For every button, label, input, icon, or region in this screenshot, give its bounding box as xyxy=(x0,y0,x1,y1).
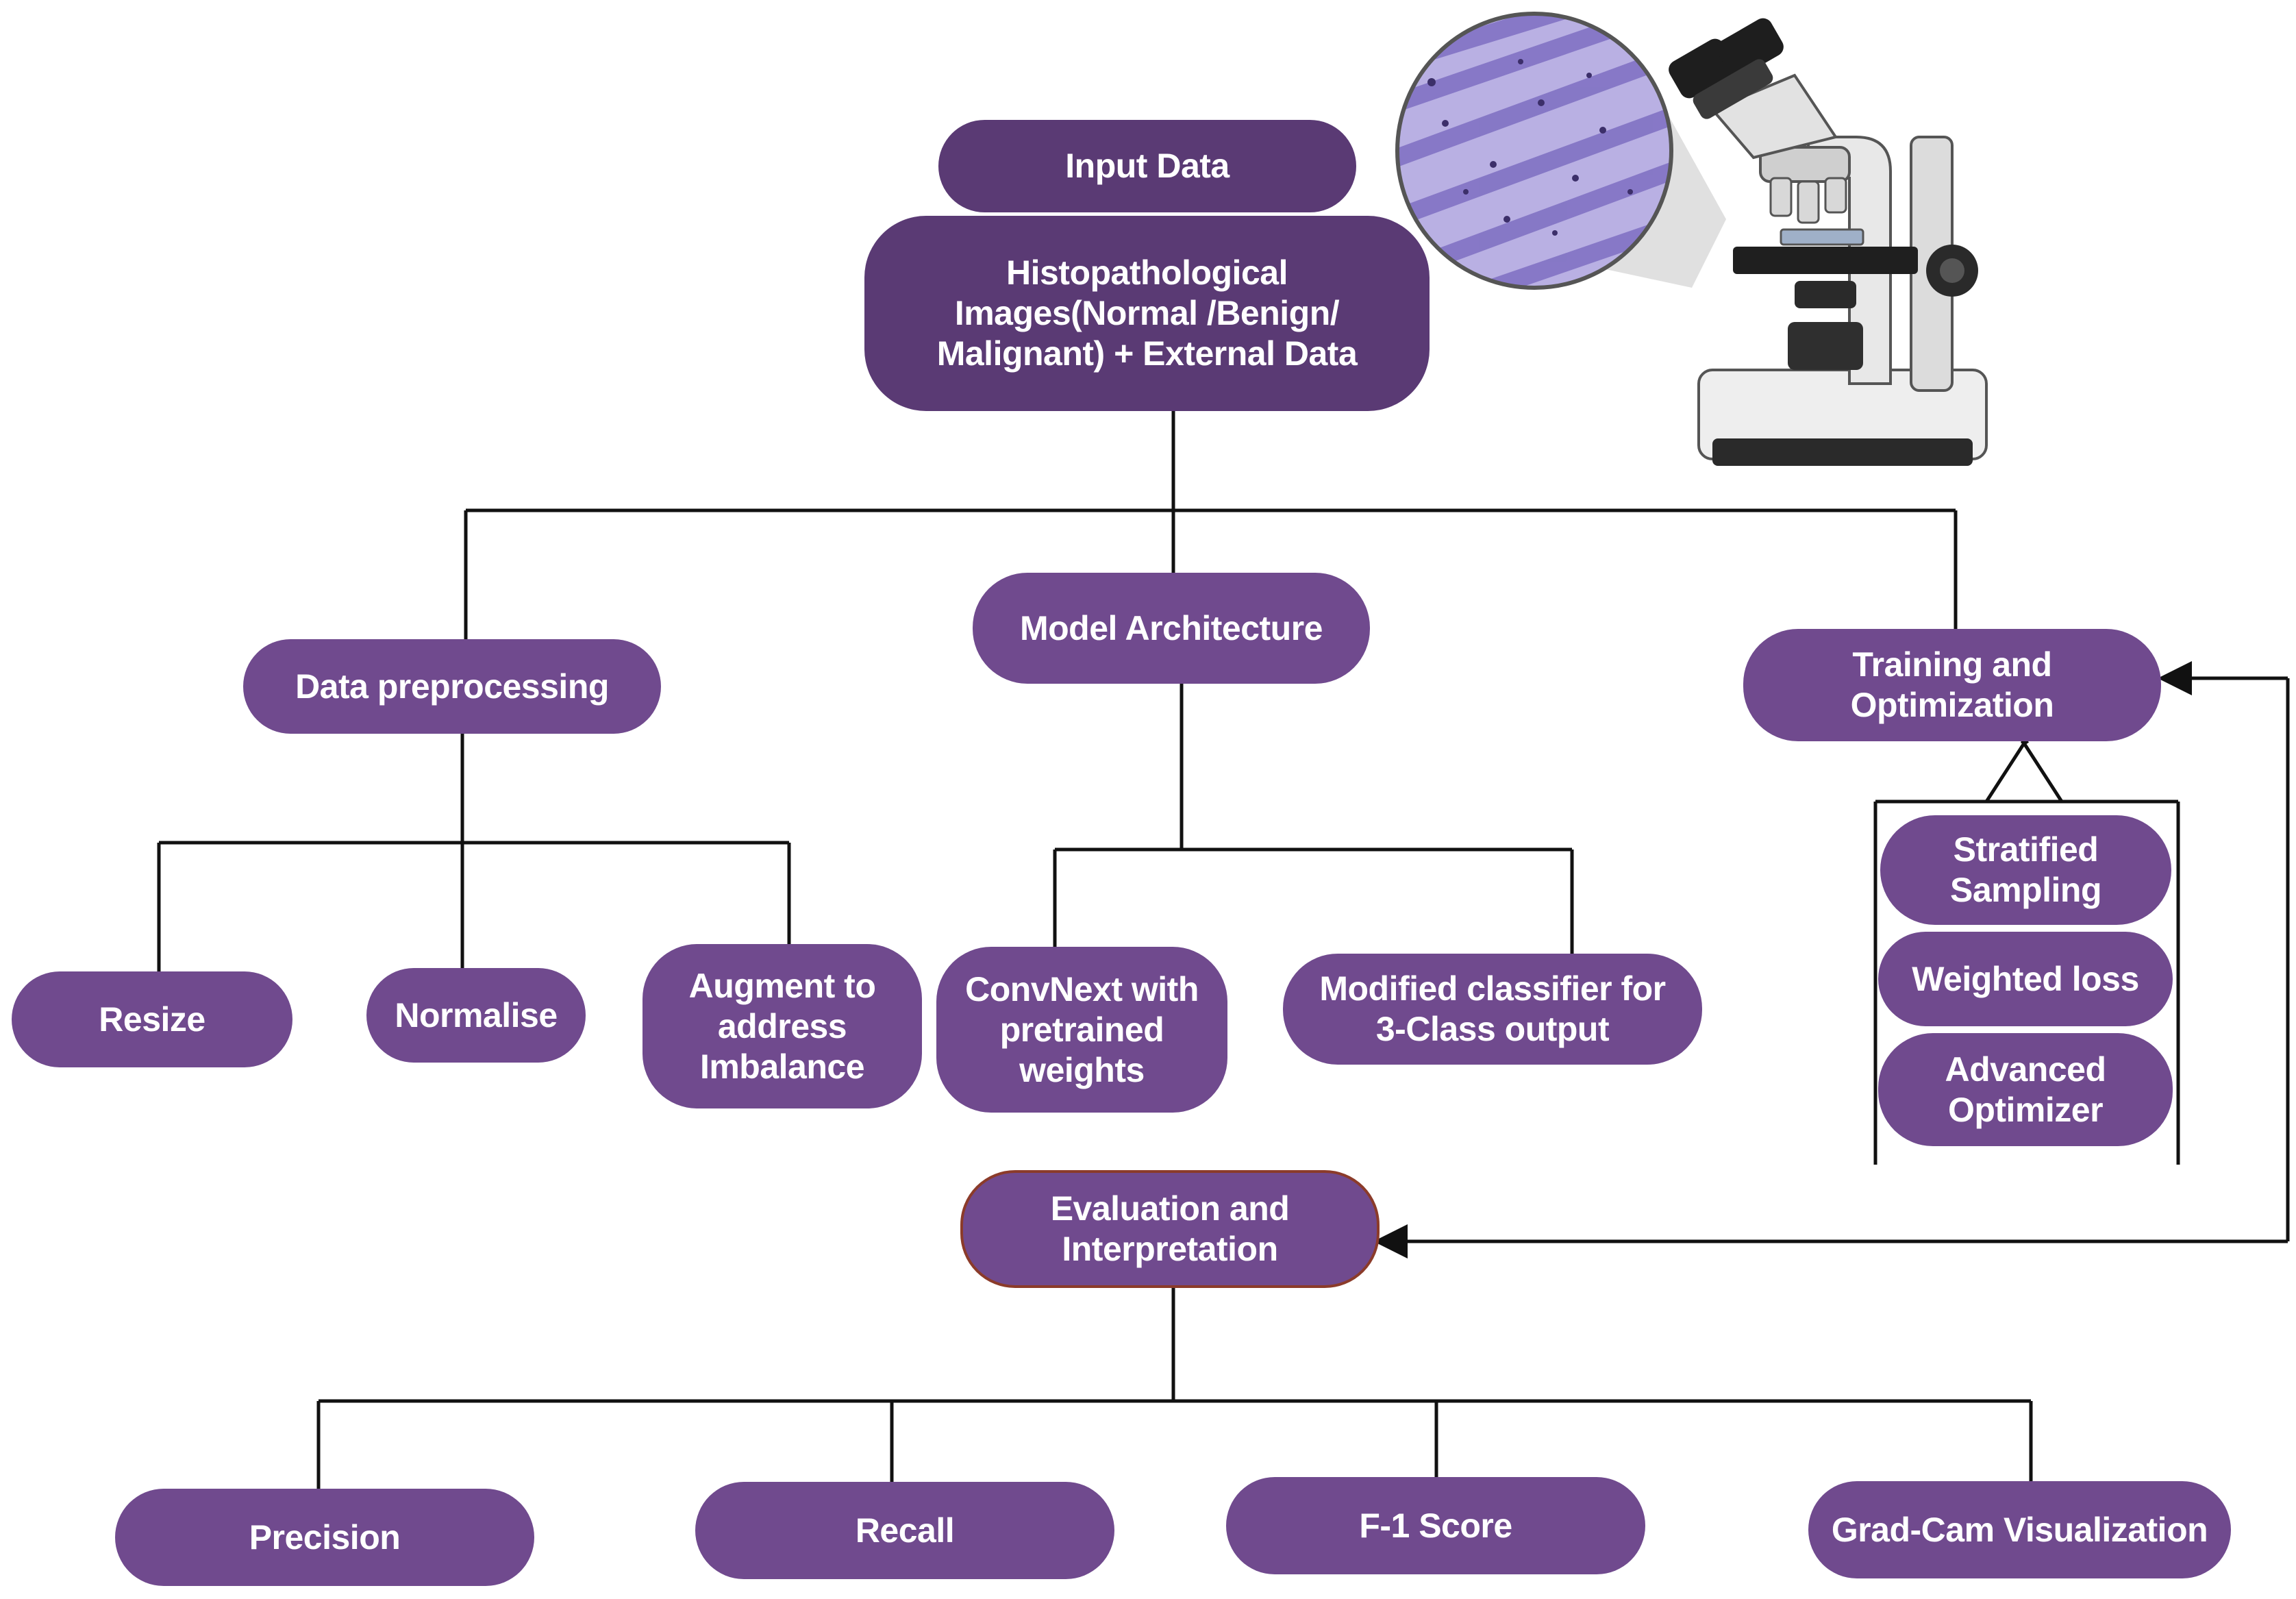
histopathological-images-label: Histopathological Images(Normal /Benign/… xyxy=(936,253,1358,373)
modified-classifier-label: Modified classifier for 3-Class output xyxy=(1319,969,1666,1048)
input-data-node: Input Data xyxy=(938,120,1356,212)
microscope-icon xyxy=(1669,18,1988,466)
normalise-node: Normalise xyxy=(366,968,586,1063)
stratified-sampling-node: Stratified Sampling xyxy=(1880,815,2171,925)
normalise-label: Normalise xyxy=(395,995,558,1034)
stratified-sampling-label: Stratified Sampling xyxy=(1949,830,2102,909)
model-architecture-label: Model Architecture xyxy=(1019,608,1323,647)
f1-score-node: F-1 Score xyxy=(1226,1477,1645,1574)
convnext-node: ConvNext with pretrained weights xyxy=(936,947,1227,1113)
weighted-loss-node: Weighted loss xyxy=(1878,932,2173,1026)
model-architecture-node: Model Architecture xyxy=(973,573,1370,684)
training-optimization-label: Training and Optimization xyxy=(1850,645,2054,724)
grad-cam-node: Grad-Cam Visualization xyxy=(1808,1481,2231,1578)
connector-lines xyxy=(157,411,2290,1490)
weighted-loss-label: Weighted loss xyxy=(1912,959,2139,998)
bracket-chevron xyxy=(1984,740,2064,803)
recall-label: Recall xyxy=(855,1511,955,1550)
precision-label: Precision xyxy=(249,1517,401,1557)
input-data-label: Input Data xyxy=(1065,147,1230,185)
augment-label: Augment to address Imbalance xyxy=(688,966,876,1086)
advanced-optimizer-label: Advanced Optimizer xyxy=(1945,1050,2106,1129)
modified-classifier-node: Modified classifier for 3-Class output xyxy=(1283,954,1702,1065)
recall-node: Recall xyxy=(695,1482,1114,1579)
training-optimization-node: Training and Optimization xyxy=(1743,629,2161,741)
resize-node: Resize xyxy=(12,971,292,1067)
precision-node: Precision xyxy=(115,1489,534,1586)
histopathological-images-node: Histopathological Images(Normal /Benign/… xyxy=(864,216,1430,411)
evaluation-interpretation-label: Evaluation and Interpretation xyxy=(1050,1189,1290,1268)
data-preprocessing-label: Data preprocessing xyxy=(295,667,609,706)
f1-score-label: F-1 Score xyxy=(1359,1506,1512,1545)
data-preprocessing-node: Data preprocessing xyxy=(243,639,661,734)
augment-node: Augment to address Imbalance xyxy=(642,944,922,1108)
convnext-label: ConvNext with pretrained weights xyxy=(965,969,1199,1089)
magnified-tissue-icon xyxy=(1395,12,1726,290)
resize-label: Resize xyxy=(99,1000,205,1039)
advanced-optimizer-node: Advanced Optimizer xyxy=(1878,1033,2173,1146)
grad-cam-label: Grad-Cam Visualization xyxy=(1831,1510,2208,1549)
evaluation-interpretation-node: Evaluation and Interpretation xyxy=(960,1170,1380,1288)
